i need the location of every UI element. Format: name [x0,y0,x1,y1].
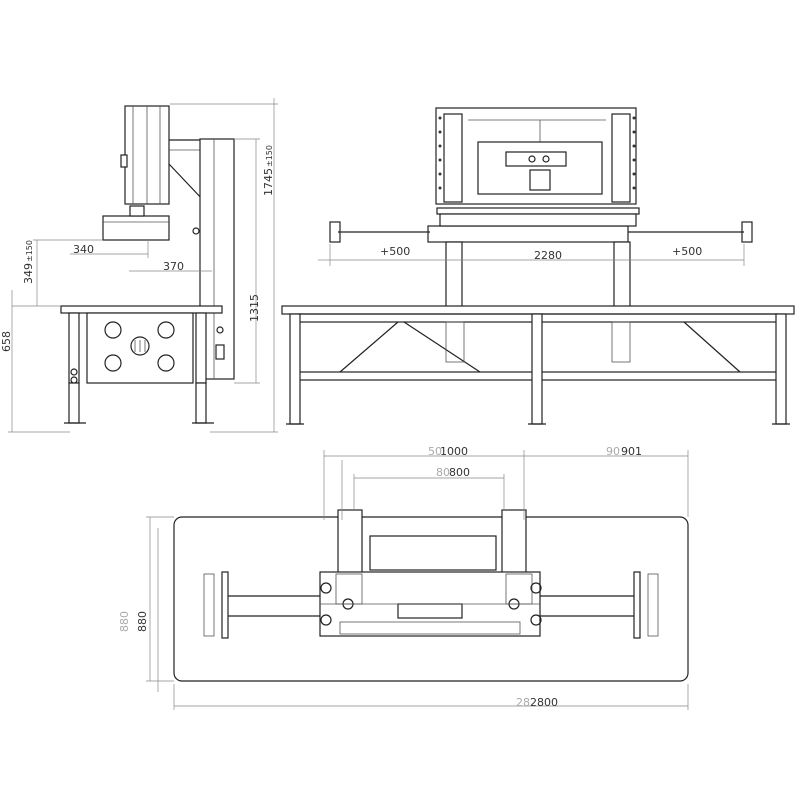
dim-2280: 2280 [534,249,562,262]
dim-349-value: 349 [22,263,35,284]
dim-901: 901 [621,445,642,458]
top-view [146,450,689,710]
dim-658: 658 [0,331,13,352]
dim-349: 349 ±150 [22,240,35,284]
dim-2800: 2800 [530,696,558,709]
front-tabletop [281,305,795,315]
dim-1745: 1745 ±150 [262,145,275,196]
side-tabletop [60,305,223,314]
dim-800: 800 [449,466,470,479]
dim-880-alt: 880 [118,611,131,632]
dim-1000: 1000 [440,445,468,458]
front-view [281,107,795,425]
dim-1315: 1315 [248,294,261,322]
dim-ext-left: +500 [380,245,410,258]
dim-800-prefix: 80 [436,466,450,479]
dim-1745-value: 1745 [262,168,275,196]
top-motor-box [369,535,497,571]
dim-349-tol: ±150 [25,240,34,262]
top-table-outline [173,516,689,682]
dim-901-prefix: 90 [606,445,620,458]
dim-370: 370 [163,260,184,273]
dim-340: 340 [73,243,94,256]
dim-1000-prefix: 50 [428,445,442,458]
side-head [102,215,170,241]
dim-ext-right: +500 [672,245,702,258]
dim-880: 880 [136,611,149,632]
dim-1745-tol: ±150 [265,145,274,167]
front-crossbar [427,225,629,243]
side-view [8,98,278,433]
dim-2800-prefix: 28 [516,696,530,709]
